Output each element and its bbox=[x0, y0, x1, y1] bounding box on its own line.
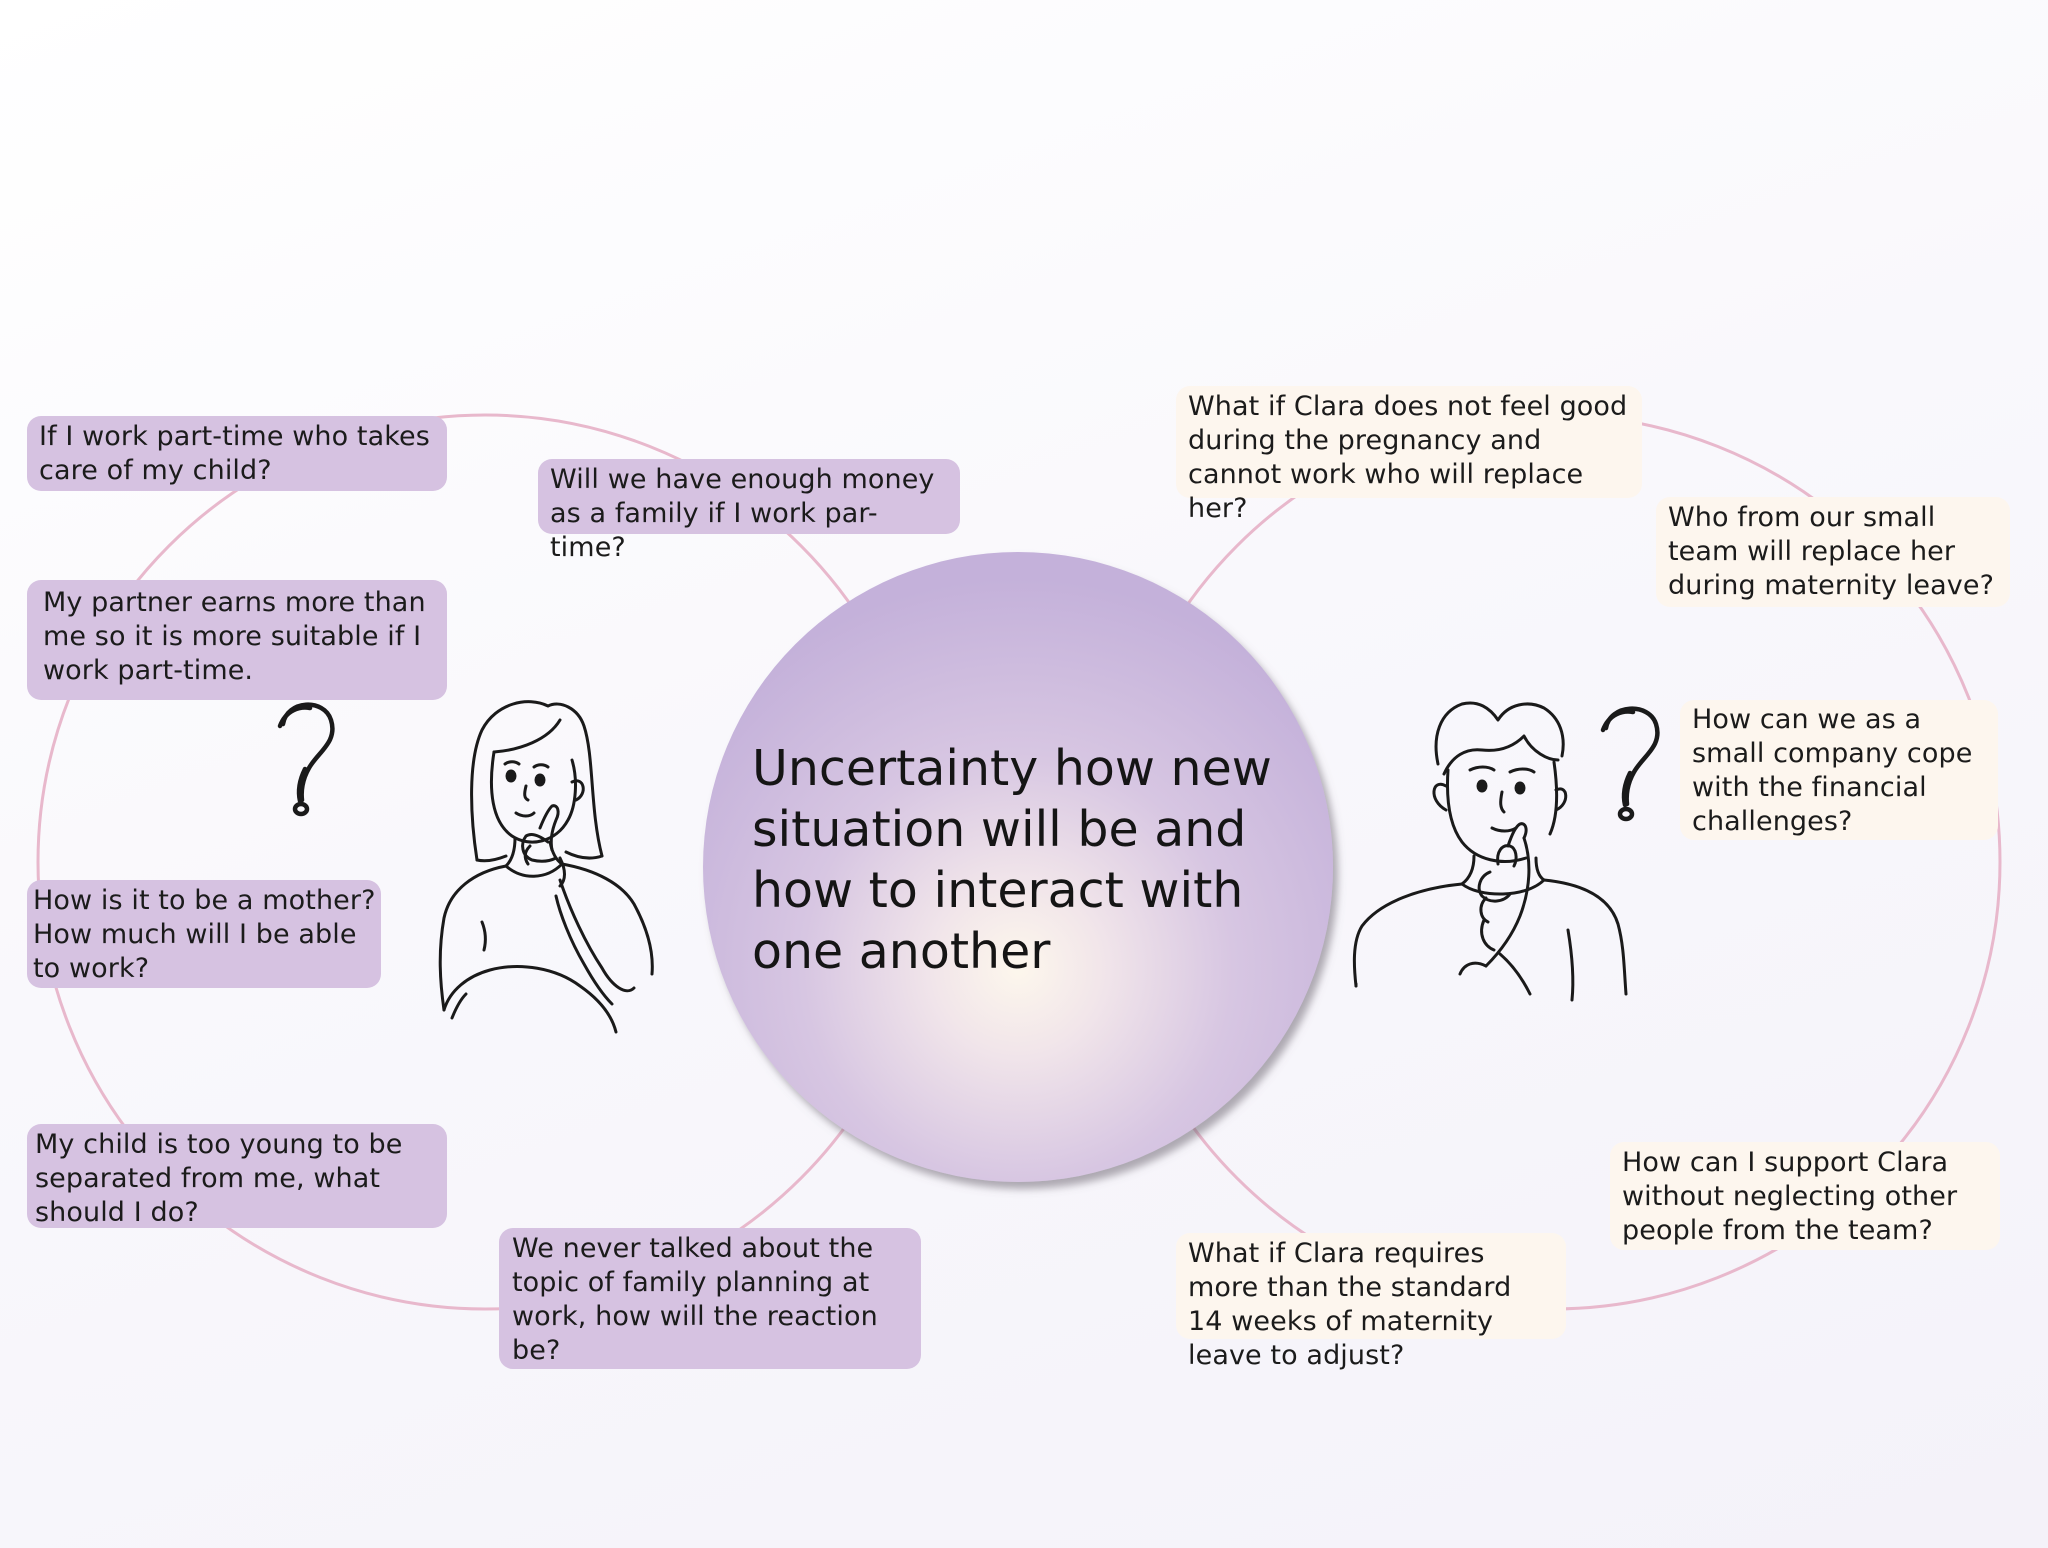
center-circle bbox=[703, 552, 1333, 1182]
employer-question-support-clara: How can I support Clara without neglecti… bbox=[1610, 1142, 2000, 1250]
thinking-man-illustration bbox=[1352, 701, 1628, 1002]
employee-question-motherhood: How is it to be a mother? How much will … bbox=[27, 880, 381, 988]
pregnant-woman-illustration bbox=[438, 700, 654, 1034]
employer-question-extended-leave: What if Clara requires more than the sta… bbox=[1176, 1233, 1566, 1371]
employer-question-financial-challenges: How can we as a small company cope with … bbox=[1680, 700, 1998, 840]
central-topic: Uncertainty how new situation will be an… bbox=[752, 740, 1272, 980]
employee-question-partner-earns: My partner earns more than me so it is m… bbox=[27, 580, 447, 700]
employee-question-child-separation: My child is too young to be separated fr… bbox=[27, 1124, 447, 1228]
question-mark-left-icon bbox=[277, 702, 335, 817]
employer-question-replacement-pregnancy: What if Clara does not feel good during … bbox=[1176, 386, 1642, 524]
employee-question-family-planning: We never talked about the topic of famil… bbox=[499, 1228, 921, 1369]
employee-question-money: Will we have enough money as a family if… bbox=[538, 459, 960, 563]
employee-question-childcare: If I work part-time who takes care of my… bbox=[27, 416, 447, 491]
question-mark-right-icon bbox=[1600, 706, 1660, 822]
employer-question-team-replacement: Who from our small team will replace her… bbox=[1656, 497, 2010, 607]
